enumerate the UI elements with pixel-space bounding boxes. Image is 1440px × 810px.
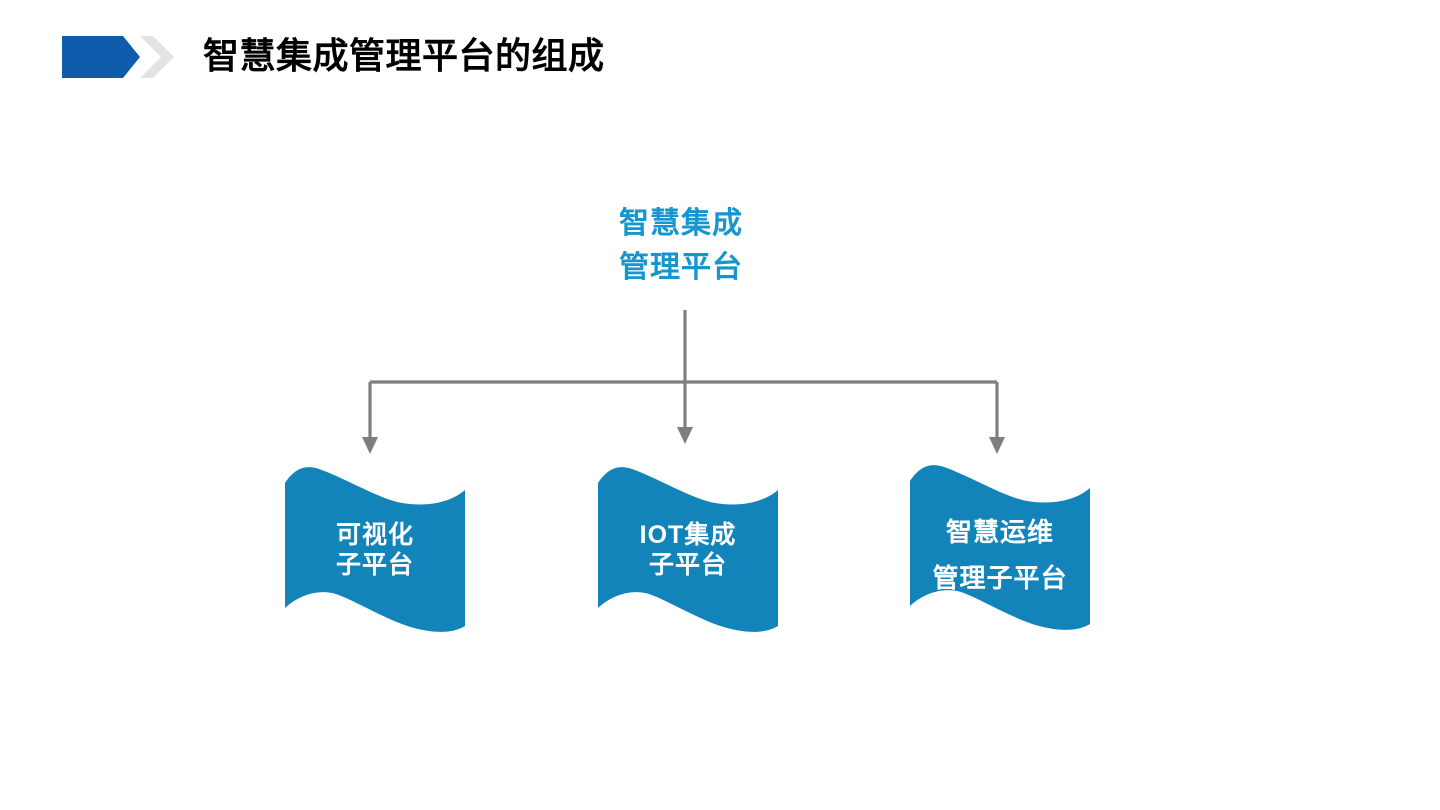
arrow-down-icon-left xyxy=(362,437,378,454)
arrow-down-icon-right xyxy=(989,437,1005,454)
wave-flag-shape xyxy=(598,467,778,632)
child-node-label: 智慧运维 管理子平台 xyxy=(908,461,1092,635)
child-node-line2: 管理子平台 xyxy=(932,563,1068,593)
title-bullet-icon xyxy=(62,36,174,78)
child-node-smart-ops: 智慧运维 管理子平台 xyxy=(908,461,1092,635)
wave-flag-path xyxy=(285,467,465,632)
child-node-label: IOT集成 子平台 xyxy=(596,463,780,637)
wave-flag-shape xyxy=(910,465,1090,630)
wave-flag-shape xyxy=(285,467,465,632)
chevron-right-icon xyxy=(140,36,174,78)
child-node-line2: 子平台 xyxy=(648,551,727,579)
child-node-line1: 可视化 xyxy=(335,521,414,549)
slide-title: 智慧集成管理平台的组成 xyxy=(203,35,605,76)
arrow-down-icon-center xyxy=(677,427,693,444)
root-node: 智慧集成 管理平台 xyxy=(561,202,801,290)
child-node-line1: 智慧运维 xyxy=(945,517,1054,547)
child-node-visualization: 可视化 子平台 xyxy=(283,463,467,637)
child-node-label: 可视化 子平台 xyxy=(283,463,467,637)
root-node-line1: 智慧集成 xyxy=(619,207,743,240)
root-node-line2: 管理平台 xyxy=(619,251,743,284)
wave-flag-path xyxy=(598,467,778,632)
child-node-line1: IOT集成 xyxy=(639,521,737,549)
child-node-iot: IOT集成 子平台 xyxy=(596,463,780,637)
pentagon-arrow-icon xyxy=(62,36,140,78)
child-node-line2: 子平台 xyxy=(335,551,414,579)
wave-flag-path xyxy=(910,465,1090,630)
